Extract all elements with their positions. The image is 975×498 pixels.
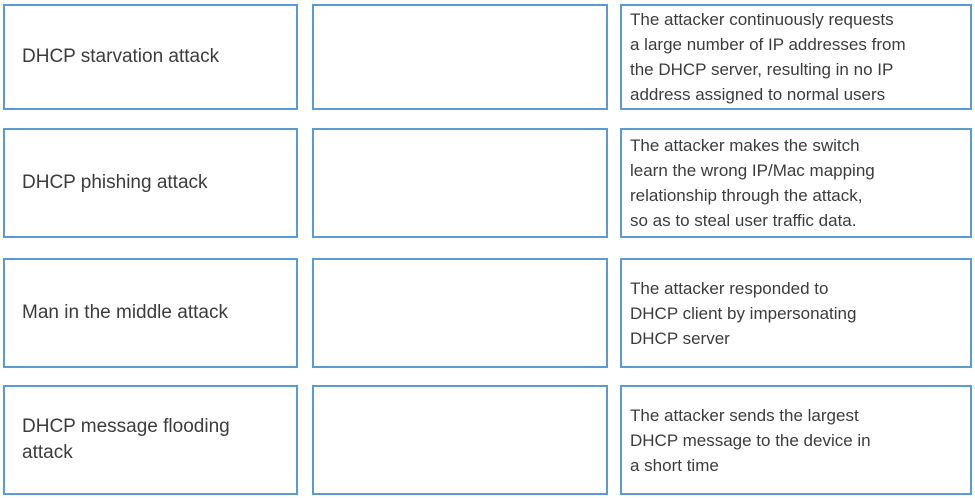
match-row-3: Man in the middle attack The attacker re… (3, 258, 975, 368)
answer-drop-zone-1[interactable] (312, 4, 608, 110)
description-box-4: The attacker sends the largest DHCP mess… (620, 385, 972, 495)
description-box-3: The attacker responded to DHCP client by… (620, 258, 972, 368)
description-box-1: The attacker continuously requests a lar… (620, 4, 972, 110)
attack-name-box-2[interactable]: DHCP phishing attack (3, 128, 298, 238)
attack-name-box-3[interactable]: Man in the middle attack (3, 258, 298, 368)
description-text: The attacker responded to DHCP client by… (630, 278, 857, 348)
match-row-1: DHCP starvation attack The attacker cont… (3, 4, 975, 110)
description-box-2: The attacker makes the switch learn the … (620, 128, 972, 238)
attack-name-label: Man in the middle attack (22, 302, 228, 323)
description-text: The attacker makes the switch learn the … (630, 136, 875, 230)
match-row-4: DHCP message flooding attack The attacke… (3, 385, 975, 495)
answer-drop-zone-3[interactable] (312, 258, 608, 368)
description-text: The attacker sends the largest DHCP mess… (630, 405, 871, 475)
attack-name-label: DHCP phishing attack (22, 172, 208, 193)
match-row-2: DHCP phishing attack The attacker makes … (3, 128, 975, 238)
answer-drop-zone-4[interactable] (312, 385, 608, 495)
description-text: The attacker continuously requests a lar… (630, 10, 906, 104)
attack-name-label: DHCP message flooding attack (22, 416, 230, 463)
attack-name-label: DHCP starvation attack (22, 46, 220, 67)
attack-name-box-4[interactable]: DHCP message flooding attack (3, 385, 298, 495)
answer-drop-zone-2[interactable] (312, 128, 608, 238)
attack-name-box-1[interactable]: DHCP starvation attack (3, 4, 298, 110)
